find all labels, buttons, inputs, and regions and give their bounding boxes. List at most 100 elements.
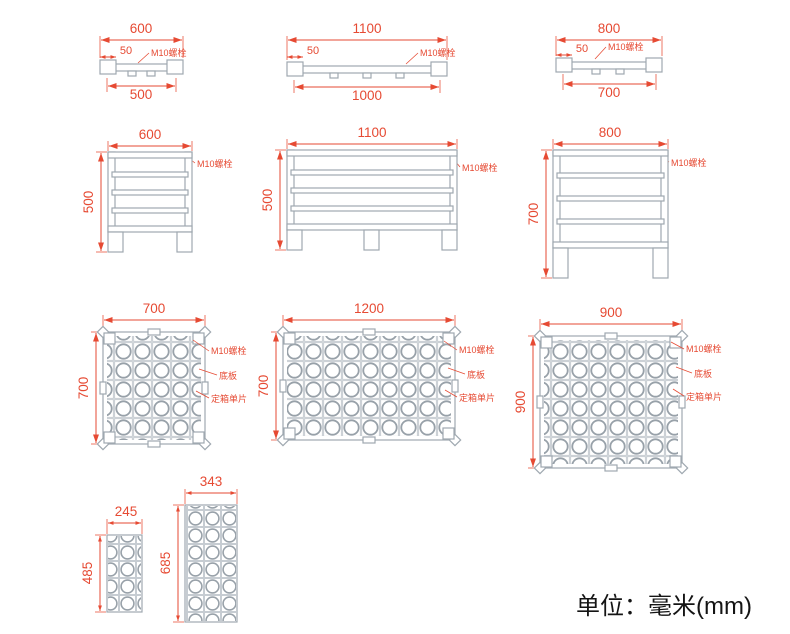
foot bbox=[615, 68, 625, 75]
dim-label: 500 bbox=[81, 191, 96, 214]
leg bbox=[441, 229, 458, 251]
edge-tab bbox=[678, 395, 686, 409]
hole-grid bbox=[544, 340, 678, 464]
panel-label: 定箱单片 bbox=[459, 392, 495, 403]
plan-view-900x900: 900 900 M10螺栓 底板 定箱单片 bbox=[513, 305, 722, 475]
leg bbox=[107, 231, 124, 253]
end-block bbox=[645, 57, 663, 73]
edge-tab bbox=[604, 464, 618, 472]
corner-block bbox=[103, 332, 116, 345]
edge-tab bbox=[536, 395, 544, 409]
hole-grid bbox=[287, 336, 451, 436]
plate-label: 底板 bbox=[467, 369, 485, 380]
profile-view-1100: 1100 50 M10螺栓 1000 bbox=[286, 21, 456, 103]
slat bbox=[556, 218, 665, 225]
dim-label: 1100 bbox=[357, 125, 386, 140]
elevation-view-1100x500: 1100 500 M10螺栓 bbox=[260, 125, 498, 251]
unit-label: 单位：毫米(mm) bbox=[576, 593, 752, 620]
deck bbox=[293, 65, 441, 74]
foot bbox=[362, 72, 372, 79]
slat bbox=[290, 205, 454, 212]
corner-block bbox=[283, 427, 296, 440]
foot bbox=[591, 68, 601, 75]
dim-label: 800 bbox=[599, 125, 622, 140]
profile-view-600: 600 50 M10螺栓 500 bbox=[99, 21, 187, 102]
plate-label: 底板 bbox=[694, 368, 712, 379]
leg bbox=[652, 247, 669, 279]
foot bbox=[127, 70, 137, 77]
end-block bbox=[166, 59, 184, 75]
corner-block bbox=[192, 431, 205, 444]
bottom-rail bbox=[552, 241, 669, 249]
bolt-label: M10螺栓 bbox=[211, 345, 247, 356]
dim-label: 700 bbox=[256, 375, 271, 398]
top-rail bbox=[107, 151, 193, 159]
bolt-label: M10螺栓 bbox=[608, 41, 644, 52]
slat bbox=[290, 169, 454, 176]
edge-tab bbox=[147, 328, 161, 336]
foot bbox=[146, 70, 156, 77]
edge-tab bbox=[362, 436, 376, 444]
deck bbox=[106, 63, 177, 72]
edge-tab bbox=[451, 379, 459, 393]
dim-label: 50 bbox=[307, 45, 319, 57]
hole-grid bbox=[107, 336, 201, 440]
dim-label: 500 bbox=[130, 87, 153, 102]
bottom-rail bbox=[286, 223, 458, 231]
slat bbox=[556, 172, 665, 179]
foot bbox=[395, 72, 405, 79]
leg bbox=[552, 247, 569, 279]
dim-label: 685 bbox=[158, 552, 173, 575]
bottom-rail bbox=[107, 225, 193, 233]
dim-label: 600 bbox=[139, 127, 162, 142]
dim-label: 1200 bbox=[354, 301, 384, 316]
elevation-view-600x500: 600 500 M10螺栓 bbox=[81, 127, 233, 253]
end-block bbox=[99, 59, 117, 75]
corner-block bbox=[192, 332, 205, 345]
top-rail bbox=[286, 149, 458, 157]
slat bbox=[111, 171, 189, 178]
corner-block bbox=[669, 336, 682, 349]
plan-view-700x700: 700 700 M10螺栓 底板 定箱单片 bbox=[76, 301, 247, 451]
end-block bbox=[430, 61, 448, 77]
bolt-label: M10螺栓 bbox=[462, 162, 498, 173]
edge-tab bbox=[279, 379, 287, 393]
dim-label: 700 bbox=[598, 85, 621, 100]
dim-label: 800 bbox=[598, 21, 621, 36]
elevation-view-800x700: 800 700 M10螺栓 bbox=[526, 125, 707, 279]
edge-tab bbox=[362, 328, 376, 336]
corner-block bbox=[540, 336, 553, 349]
dim-label: 245 bbox=[115, 504, 138, 519]
dim-label: 900 bbox=[600, 305, 623, 320]
panel-label: 定箱单片 bbox=[686, 391, 722, 402]
dim-label: 900 bbox=[513, 391, 528, 414]
dim-label: 700 bbox=[143, 301, 166, 316]
dim-label: 700 bbox=[526, 203, 541, 226]
edge-tab bbox=[201, 381, 209, 395]
dim-label: 50 bbox=[576, 43, 588, 55]
corner-block bbox=[103, 431, 116, 444]
dim-label: 485 bbox=[80, 562, 95, 585]
dim-label: 50 bbox=[120, 45, 132, 57]
dim-label: 500 bbox=[260, 189, 275, 212]
corner-block bbox=[442, 427, 455, 440]
end-block bbox=[286, 61, 304, 77]
dim-label: 600 bbox=[130, 21, 153, 36]
bolt-label: M10螺栓 bbox=[686, 343, 722, 354]
plan-view-1200x700: 1200 700 M10螺栓 底板 定箱单片 bbox=[256, 301, 495, 447]
corner-block bbox=[540, 455, 553, 468]
edge-tab bbox=[147, 440, 161, 448]
dim-label: 1100 bbox=[352, 21, 381, 36]
slat bbox=[111, 207, 189, 214]
dim-label: 700 bbox=[76, 377, 91, 400]
deck bbox=[562, 61, 657, 70]
leg bbox=[286, 229, 303, 251]
dim-label: 1000 bbox=[352, 88, 382, 103]
hole-grid bbox=[186, 506, 236, 621]
bolt-label: M10螺栓 bbox=[197, 158, 233, 169]
panel-view-343x685: 343 685 bbox=[158, 474, 238, 623]
plate-label: 底板 bbox=[219, 370, 237, 381]
leg bbox=[176, 231, 193, 253]
